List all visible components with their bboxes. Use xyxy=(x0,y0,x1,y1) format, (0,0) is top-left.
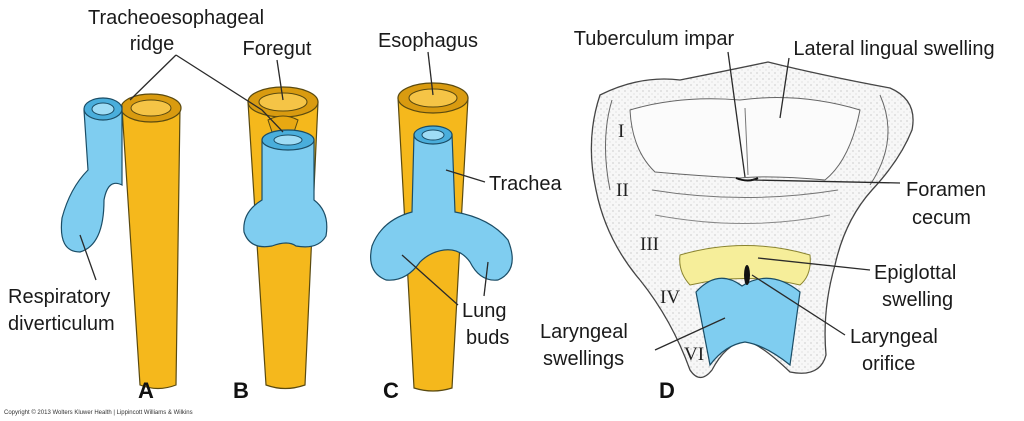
leader-tuberculum xyxy=(727,51,746,178)
label-foregut: Foregut xyxy=(243,38,312,60)
respiratory-diverticulum-b xyxy=(243,132,328,248)
label-lung: Lung xyxy=(462,300,507,322)
label-tracheoesophageal: Tracheoesophageal xyxy=(88,7,264,29)
esophagus-lumen-a xyxy=(130,99,172,117)
leader-ridge-a xyxy=(129,54,177,101)
label-trachea: Trachea xyxy=(489,173,563,195)
foramen-cecum-mark xyxy=(735,177,759,182)
label-diverticulum: diverticulum xyxy=(8,313,115,335)
esophagus-tube-a xyxy=(121,99,181,390)
label-laryngeal-swellings-1: Laryngeal xyxy=(540,321,628,343)
leader-laryngeal-swellings xyxy=(654,317,726,351)
label-cecum: cecum xyxy=(912,207,971,229)
laryngeal-orifice-mark xyxy=(744,265,750,285)
arch-label-4: IV xyxy=(660,287,680,308)
label-laryngeal-orifice-2: orifice xyxy=(862,353,915,375)
leader-epiglottal xyxy=(757,257,871,271)
leader-lung-left xyxy=(401,254,459,306)
label-buds: buds xyxy=(466,327,509,349)
panel-d-illustration xyxy=(590,61,914,379)
label-ridge: ridge xyxy=(130,33,174,55)
label-tuberculum: Tuberculum impar xyxy=(574,28,735,50)
copyright-notice: Copyright © 2013 Wolters Kluwer Health |… xyxy=(4,409,193,416)
leader-foramen xyxy=(751,179,901,184)
leader-lung-right xyxy=(483,261,489,297)
leader-respiratory xyxy=(79,234,97,281)
leader-laryngeal-orifice xyxy=(751,274,846,336)
label-esophagus: Esophagus xyxy=(378,30,478,52)
arch-label-2: II xyxy=(616,180,629,201)
label-laryngeal-swellings-2: swellings xyxy=(543,348,624,370)
leader-lateral xyxy=(779,57,790,119)
leader-ridge-b xyxy=(175,54,284,133)
leader-lines xyxy=(79,51,901,351)
leader-trachea xyxy=(445,169,486,183)
panel-label-a: A xyxy=(138,378,154,403)
trachea-and-lung-buds-c xyxy=(370,128,513,281)
arch-label-1: I xyxy=(618,121,624,142)
panel-b-illustration xyxy=(243,86,328,390)
leader-foregut xyxy=(276,59,284,101)
lateral-lingual-swellings xyxy=(629,97,861,181)
label-epiglottal: Epiglottal xyxy=(874,262,956,284)
laryngeal-swellings-shape xyxy=(695,277,801,367)
panel-label-b: B xyxy=(233,378,249,403)
label-swelling: swelling xyxy=(882,289,953,311)
panel-a-illustration xyxy=(60,93,182,390)
label-foramen: Foramen xyxy=(906,179,986,201)
label-respiratory: Respiratory xyxy=(8,286,110,308)
panel-label-d: D xyxy=(659,378,675,403)
panel-c-illustration xyxy=(370,82,513,392)
respiratory-diverticulum-a xyxy=(60,101,123,253)
label-laryngeal-orifice-1: Laryngeal xyxy=(850,326,938,348)
leader-esophagus xyxy=(427,51,434,96)
panel-label-c: C xyxy=(383,378,399,403)
epiglottal-swelling-shape xyxy=(679,245,811,286)
label-lateral: Lateral lingual swelling xyxy=(793,38,994,60)
arch-label-3: III xyxy=(640,234,659,255)
arch-label-6: VI xyxy=(684,344,704,365)
